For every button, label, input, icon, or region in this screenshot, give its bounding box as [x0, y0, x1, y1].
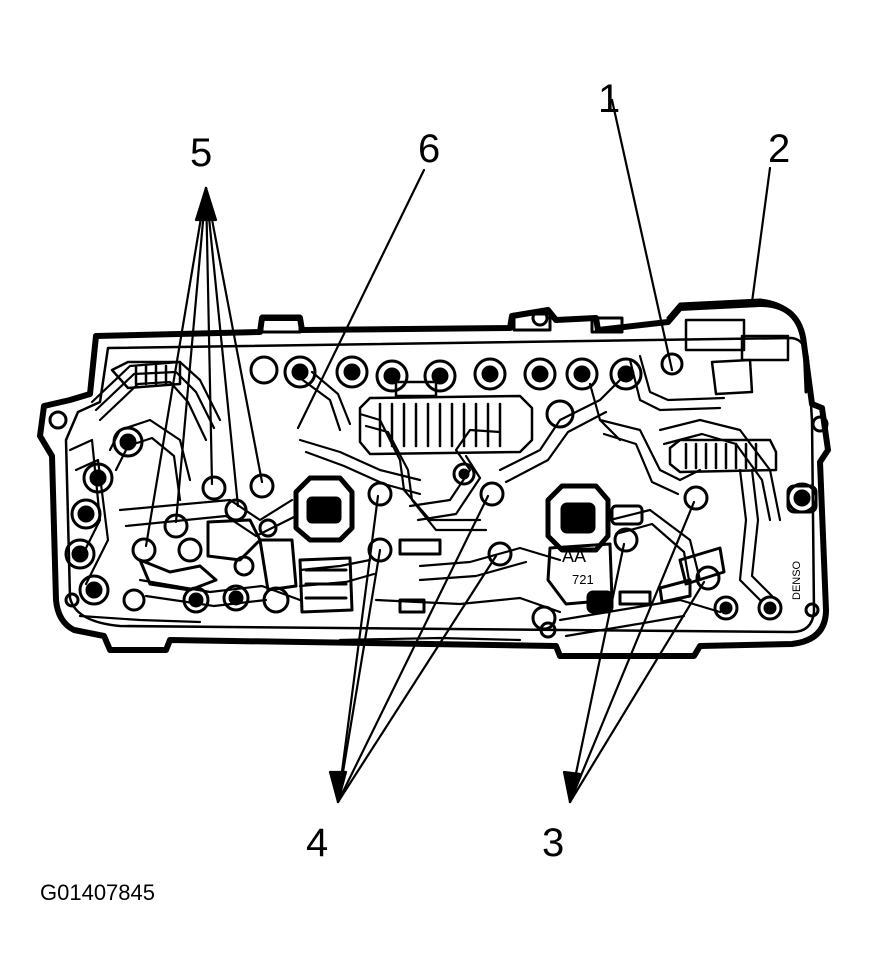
callout-5: 5 [190, 131, 212, 175]
maker-marking: DENSO [791, 560, 803, 600]
connector-right [668, 438, 778, 474]
callout-3: 3 [542, 821, 564, 865]
cluster-housing [37, 298, 831, 659]
board-code-1: AA [562, 546, 586, 566]
callout-1: 1 [598, 77, 620, 121]
leader-1 [610, 98, 674, 372]
leader-3 [568, 542, 626, 804]
callout-4: 4 [306, 821, 328, 865]
callout-6: 6 [418, 127, 440, 171]
figure-id: G01407845 [40, 880, 155, 905]
leader-5 [144, 186, 208, 548]
callout-labels: 1 2 3 4 5 6 [190, 77, 790, 865]
leader-4 [336, 494, 380, 804]
board-code-2: 721 [572, 572, 594, 587]
circuit-traces [68, 354, 782, 642]
board-markings: AA 721 DENSO [562, 546, 803, 600]
leader-2 [750, 166, 772, 304]
connector-left [110, 360, 182, 390]
right-sockets [586, 482, 818, 621]
connector-center [358, 380, 534, 456]
leader-6 [296, 168, 426, 430]
leader-lines [144, 98, 772, 804]
top-sockets [249, 352, 684, 429]
left-sockets [64, 426, 298, 614]
callout-2: 2 [768, 127, 790, 171]
center-sockets [293, 462, 614, 639]
